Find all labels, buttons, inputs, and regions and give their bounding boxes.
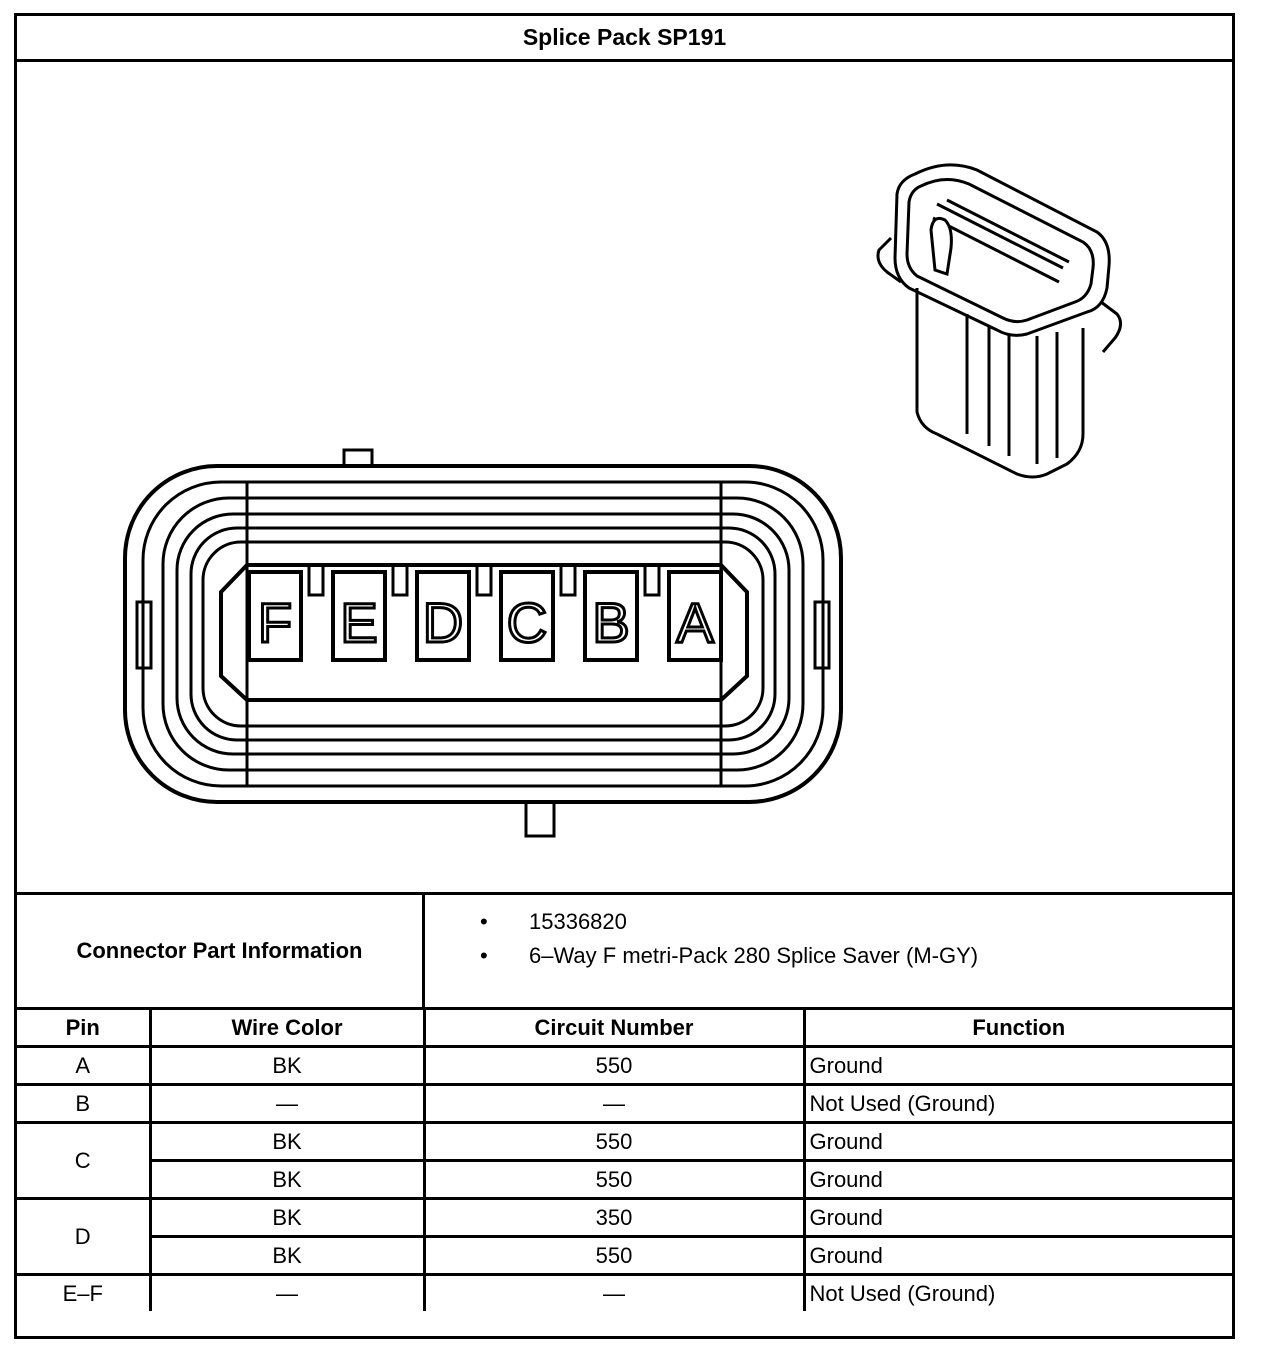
wire-color-cell: — — [148, 1273, 426, 1311]
part-number: 15336820 — [529, 909, 627, 934]
part-info-label: Connector Part Information — [17, 895, 425, 1007]
circuit-cell: 550 — [422, 1121, 806, 1162]
function-cell: Ground — [802, 1197, 1232, 1238]
cavity-label-d: D — [423, 591, 463, 654]
circuit-cell: 350 — [422, 1197, 806, 1238]
connector-sheet: Splice Pack SP191 — [14, 13, 1235, 1339]
circuit-cell: 550 — [422, 1045, 806, 1086]
wire-color-cell: BK — [148, 1197, 426, 1238]
function-cell: Ground — [802, 1045, 1232, 1086]
table-row: E–F — — Not Used (Ground) — [17, 1273, 1232, 1311]
cavity-label-b: B — [592, 591, 629, 654]
cavity-label-e: E — [340, 591, 377, 654]
cavity-c — [499, 570, 555, 662]
bullet-icon: • — [480, 909, 488, 934]
cavity-label-a: A — [676, 591, 714, 654]
bullet-icon: • — [480, 943, 488, 968]
circuit-cell: 550 — [422, 1235, 806, 1276]
pin-cell: E–F — [17, 1273, 152, 1311]
function-cell: Ground — [802, 1235, 1232, 1276]
header-pin: Pin — [17, 1010, 152, 1048]
cavity-e — [331, 570, 387, 662]
wire-color-cell: — — [148, 1083, 426, 1124]
circuit-cell: 550 — [422, 1159, 806, 1200]
pinout-table: Pin Wire Color Circuit Number Function A… — [17, 1010, 1232, 1311]
header-function: Function — [802, 1010, 1232, 1048]
circuit-cell: — — [422, 1273, 806, 1311]
table-row: A BK 550 Ground — [17, 1045, 1232, 1086]
cavity-f — [247, 570, 303, 662]
connector-part-info: Connector Part Information • 15336820 • … — [17, 892, 1232, 1010]
pin-cell: D — [17, 1197, 152, 1276]
wire-color-cell: BK — [148, 1159, 426, 1200]
table-row: D BK 350 Ground — [17, 1197, 1232, 1276]
part-description: 6–Way F metri-Pack 280 Splice Saver (M-G… — [529, 943, 979, 968]
pin-cell: B — [17, 1083, 152, 1124]
function-cell: Not Used (Ground) — [802, 1083, 1232, 1124]
connector-isometric-view — [876, 163, 1122, 479]
page-title: Splice Pack SP191 — [17, 16, 1232, 62]
cavity-d — [415, 570, 471, 662]
cavity-label-f: F — [258, 591, 292, 654]
part-info-item: • 6–Way F metri-Pack 280 Splice Saver (M… — [425, 939, 978, 973]
function-cell: Ground — [802, 1121, 1232, 1162]
header-wire-color: Wire Color — [148, 1010, 426, 1048]
pin-cell: A — [17, 1045, 152, 1086]
circuit-cell: — — [422, 1083, 806, 1124]
table-row: B — — Not Used (Ground) — [17, 1083, 1232, 1124]
cavity-label-c: C — [507, 591, 547, 654]
wire-color-cell: BK — [148, 1121, 426, 1162]
cavity-a — [667, 570, 723, 662]
function-cell: Not Used (Ground) — [802, 1273, 1232, 1311]
table-row: C BK 550 Ground — [17, 1121, 1232, 1200]
wire-color-cell: BK — [148, 1045, 426, 1086]
table-header-row: Pin Wire Color Circuit Number Function — [17, 1010, 1232, 1048]
part-info-item: • 15336820 — [425, 905, 978, 939]
table-row: BK 550 Ground — [17, 1235, 1232, 1276]
cavity-b — [583, 570, 639, 662]
function-cell: Ground — [802, 1159, 1232, 1200]
header-circuit-number: Circuit Number — [422, 1010, 806, 1048]
connector-outer-shell — [123, 464, 843, 804]
pin-cell: C — [17, 1121, 152, 1200]
table-row: BK 550 Ground — [17, 1159, 1232, 1200]
wire-color-cell: BK — [148, 1235, 426, 1276]
part-info-list: • 15336820 • 6–Way F metri-Pack 280 Spli… — [425, 905, 978, 973]
